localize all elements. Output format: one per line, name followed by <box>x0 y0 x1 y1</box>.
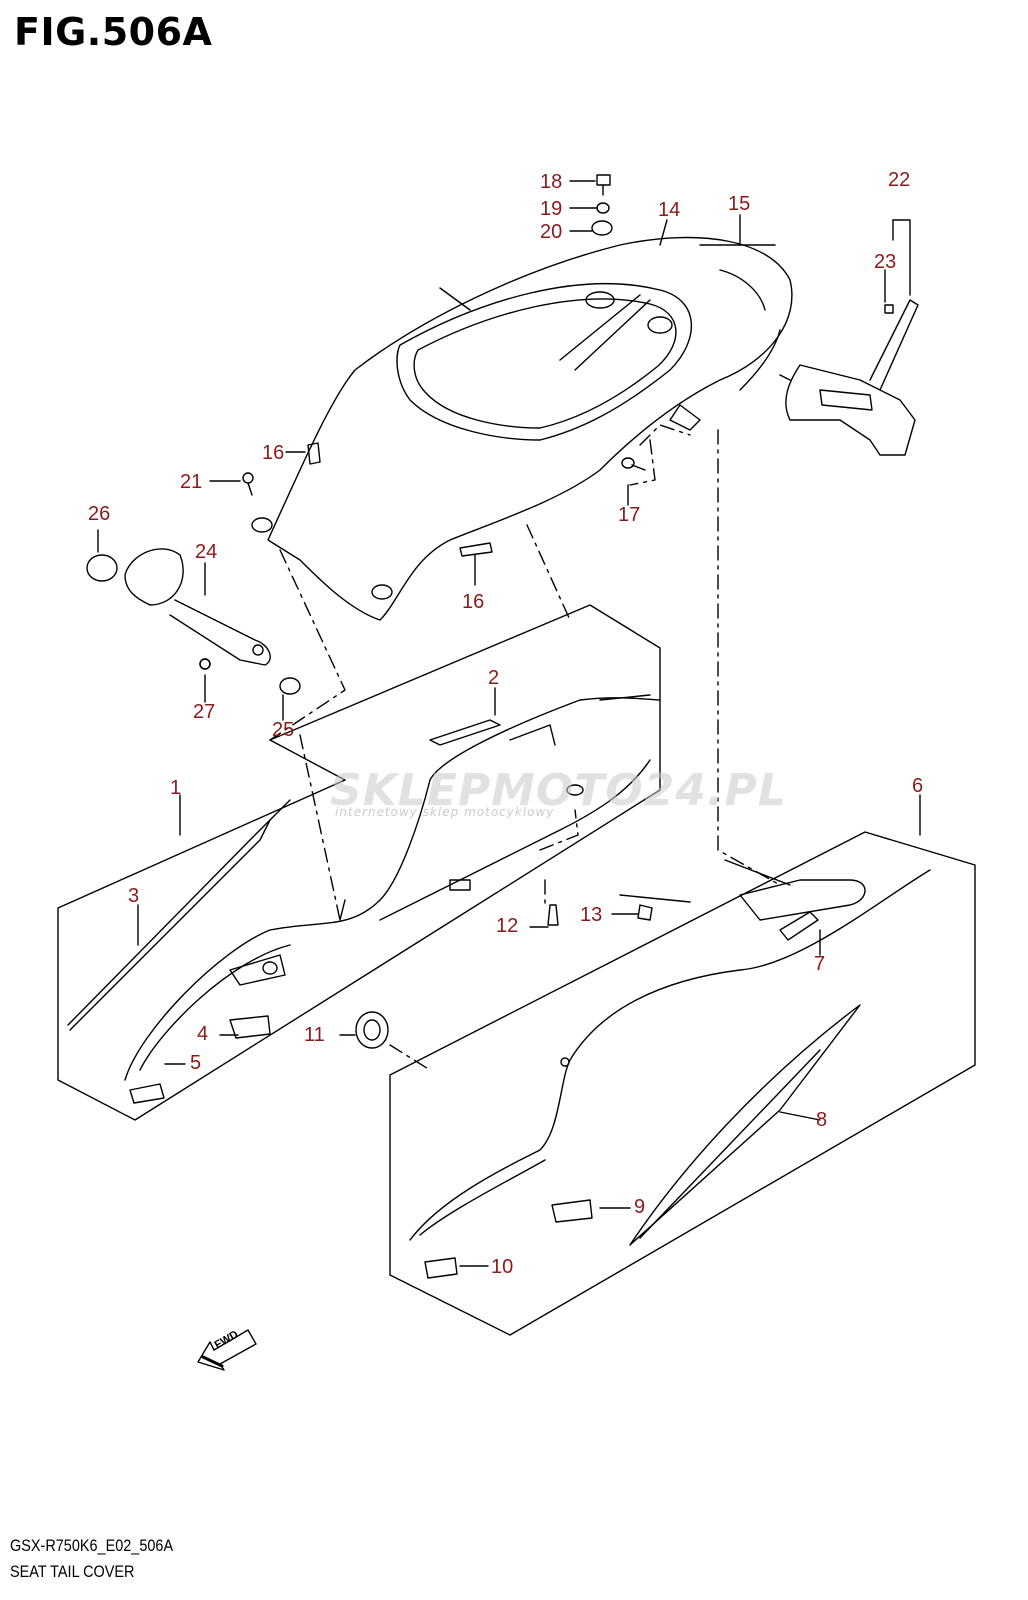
callout-13: 13 <box>580 904 603 926</box>
figure-title: FIG.506A <box>14 10 213 54</box>
callout-23: 23 <box>874 251 897 273</box>
callout-18: 18 <box>540 171 563 193</box>
assembly-lines <box>269 424 781 1071</box>
clamp-part <box>86 548 301 695</box>
callout-4: 4 <box>197 1023 209 1045</box>
callout-11: 11 <box>304 1024 325 1046</box>
callout-16a: 16 <box>262 442 285 464</box>
callout-25: 25 <box>272 719 295 741</box>
watermark-subtitle: internetowy sklep motocyklowy <box>335 805 555 819</box>
callout-1: 1 <box>170 777 182 799</box>
seat-tail-cover-part <box>251 236 793 621</box>
callout-7: 7 <box>814 953 826 975</box>
callout-20: 20 <box>540 221 563 243</box>
callout-12: 12 <box>496 915 519 937</box>
callout-24: 24 <box>195 541 218 563</box>
left-cover-box <box>57 604 661 1121</box>
callout-19: 19 <box>540 198 563 220</box>
model-code: GSX-R750K6_E02_506A <box>10 1536 174 1555</box>
right-cover-box <box>389 831 976 1336</box>
callout-3: 3 <box>128 885 140 907</box>
figure-name: SEAT TAIL COVER <box>10 1562 135 1581</box>
callout-8: 8 <box>816 1109 828 1131</box>
callout-21: 21 <box>180 471 203 493</box>
leader-lines <box>97 180 921 1267</box>
mount-bracket-part <box>779 299 919 456</box>
callout-15: 15 <box>728 193 751 215</box>
callout-9: 9 <box>634 1196 646 1218</box>
watermark: SKLEPMOTO24.PL <box>330 765 787 816</box>
callout-16b: 16 <box>462 591 485 613</box>
callout-10: 10 <box>491 1256 514 1278</box>
callout-2: 2 <box>488 667 500 689</box>
callout-14: 14 <box>658 199 681 221</box>
callout-27: 27 <box>193 701 216 723</box>
fwd-arrow <box>197 1329 257 1371</box>
callout-6: 6 <box>912 775 924 797</box>
callout-5: 5 <box>190 1052 202 1074</box>
callout-17: 17 <box>618 504 641 526</box>
small-fasteners <box>199 174 894 1049</box>
callout-22: 22 <box>888 169 911 191</box>
callout-26: 26 <box>88 503 111 525</box>
